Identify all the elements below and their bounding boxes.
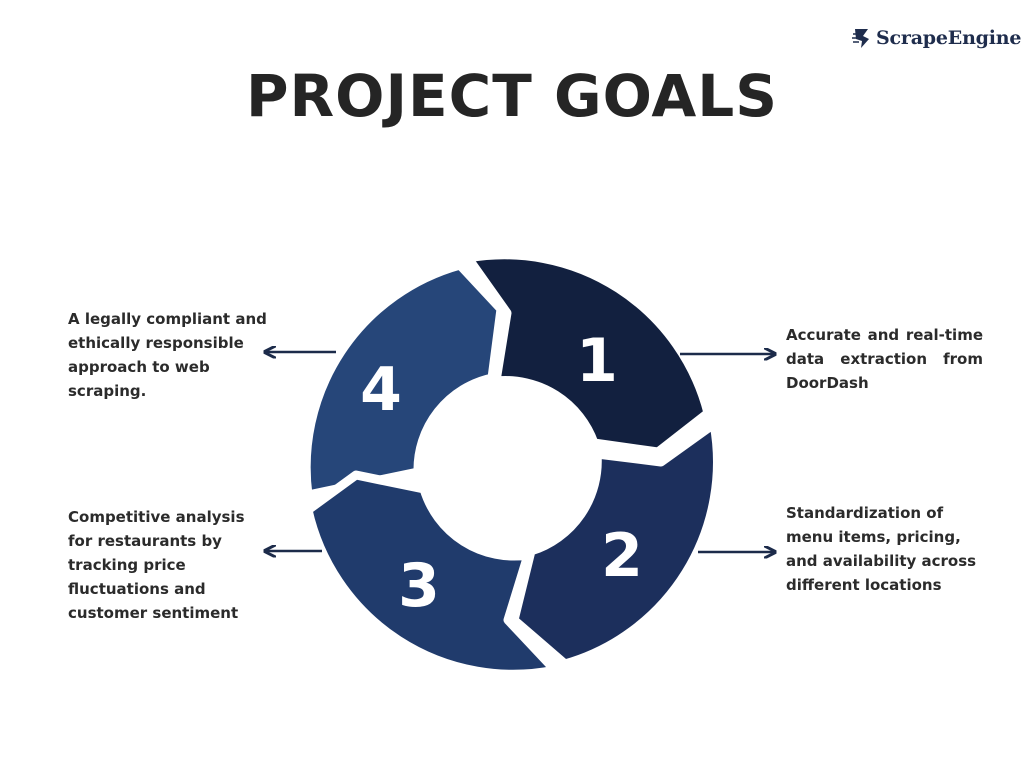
goal-4-description: A legally compliant and ethically respon… [68,310,267,400]
goal-number-1: 1 [576,326,618,396]
goal-3-description: Competitive analysis for restaurants by … [68,508,245,622]
cycle-segment-2 [509,419,722,669]
goal-1-description: Accurate and real-time data extraction f… [786,326,983,392]
goal-number-2: 2 [601,521,643,591]
goal-number-3: 3 [398,551,440,621]
goal-number-4: 4 [360,355,402,425]
scrapeengine-logo-icon [852,29,869,48]
cycle-segment-4 [301,260,506,500]
brand-name: ScrapeEngine [876,27,1022,49]
page-title: PROJECT GOALS [246,62,778,130]
goal-2-description: Standardization of menu items, pricing, … [786,504,977,594]
brand-logo: ScrapeEngine [852,24,1021,52]
cycle-segment-1 [463,250,713,457]
cycle-segment-3 [303,470,560,679]
